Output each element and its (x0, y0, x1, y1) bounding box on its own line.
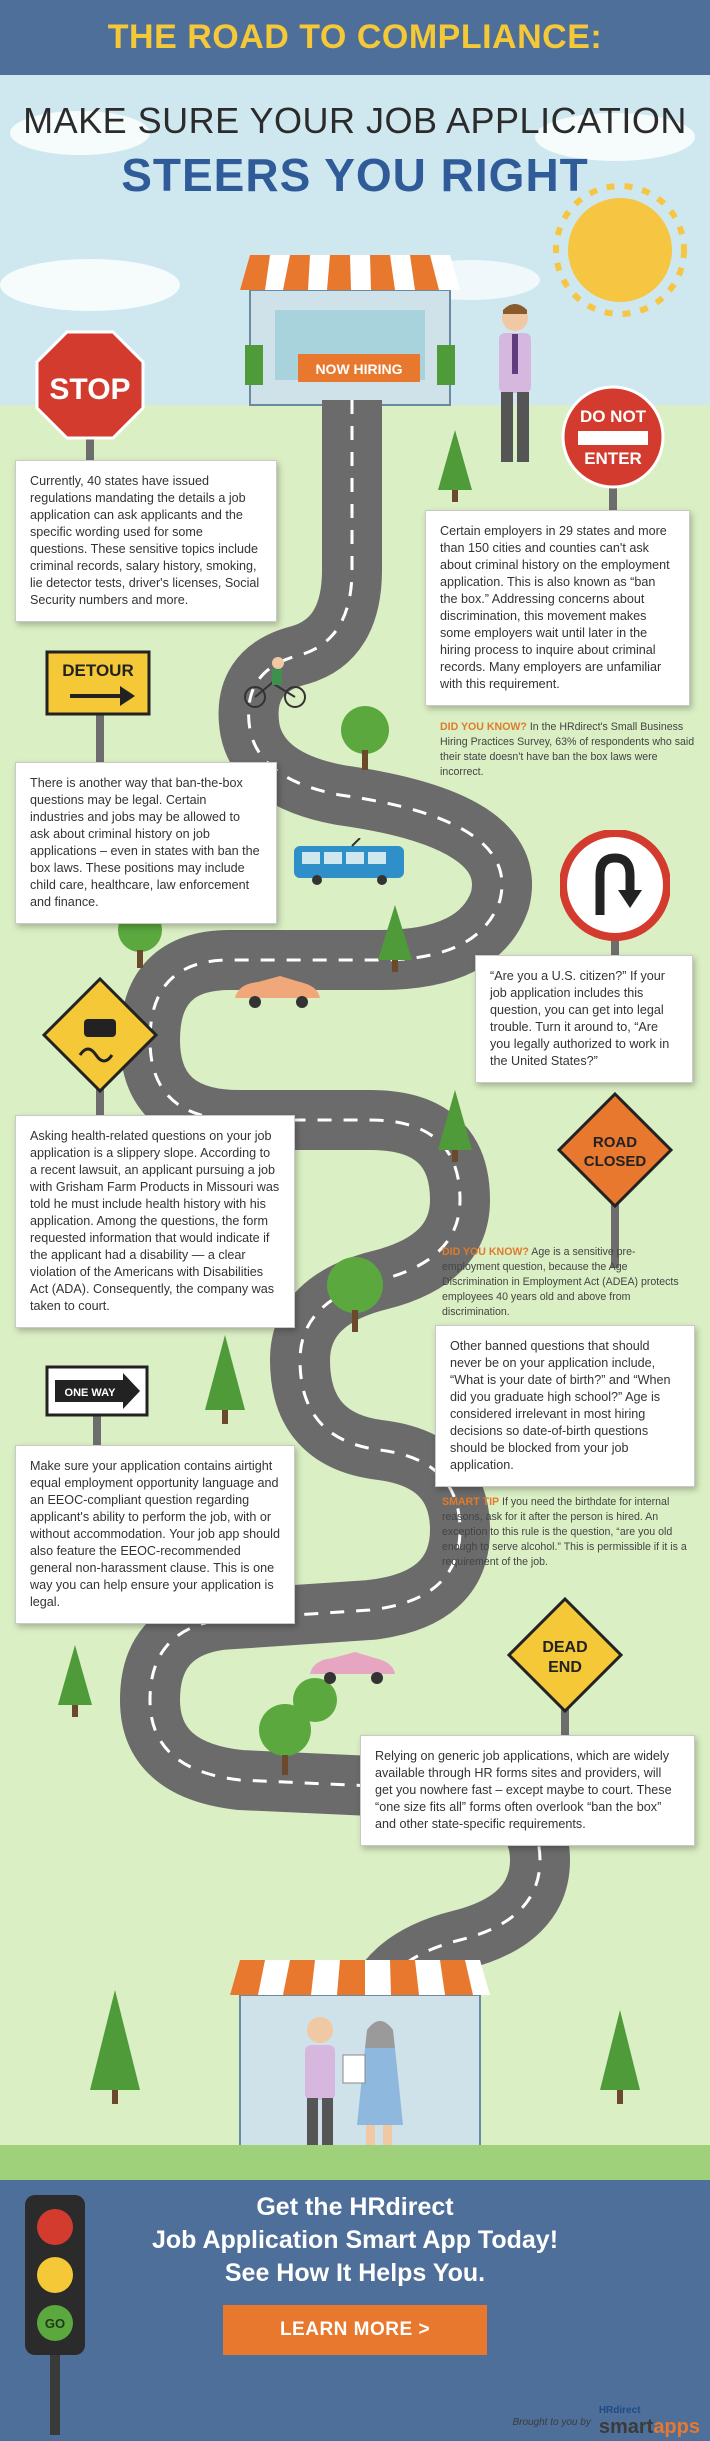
stop-sign-text: STOP (49, 373, 130, 406)
pine-tree-icon (378, 905, 412, 972)
brand-apps: apps (653, 2416, 700, 2438)
car-icon-pink (310, 1652, 395, 1684)
storefront-icon (240, 255, 460, 406)
cyclist-icon (244, 657, 306, 708)
brand-top: HRdirect (598, 2405, 641, 2416)
note-text: In the HRdirect's Small Business Hiring … (440, 721, 695, 778)
smart-tip-note: SMART TIP If you need the birthdate for … (442, 1495, 692, 1570)
cta-line-1: Get the HRdirect (256, 2193, 454, 2221)
did-you-know-note-2: DID YOU KNOW? Age is a sensitive pre-emp… (442, 1245, 692, 1320)
pine-tree-icon (205, 1335, 245, 1424)
detour-text: DETOUR (62, 661, 133, 680)
pine-tree-icon (600, 2010, 640, 2104)
woman-figure-icon (357, 2021, 403, 2147)
road-closed-sign-icon: ROAD CLOSED (556, 1091, 674, 1268)
do-not-text: DO NOT (580, 407, 647, 426)
cta-line-3: See How It Helps You. (224, 2259, 486, 2287)
man-figure-icon (305, 2017, 335, 2148)
brand-logo[interactable]: HRdirect smartapps (599, 2405, 700, 2439)
man-figure-icon (499, 304, 531, 462)
info-card-citizen: “Are you a U.S. citizen?” If your job ap… (475, 955, 693, 1083)
learn-more-button[interactable]: LEARN MORE > (223, 2305, 487, 2355)
dead-end-sign-icon: DEAD END (506, 1596, 624, 1773)
one-way-sign-icon: ONE WAY (45, 1365, 149, 1473)
pine-tree-icon (58, 1645, 92, 1717)
hero-line-1: MAKE SURE YOUR JOB APPLICATION (23, 100, 687, 141)
page-title: THE ROAD TO COMPLIANCE: (107, 18, 603, 56)
info-card-eeoc: Make sure your application contains airt… (15, 1445, 295, 1624)
info-card-states: Currently, 40 states have issued regulat… (15, 460, 277, 622)
brand-area: Brought to you by HRdirect smartapps (380, 2405, 700, 2439)
pine-tree-icon (438, 1090, 472, 1162)
enter-text: ENTER (584, 449, 642, 468)
note-text: Age is a sensitive pre-employment questi… (442, 1246, 679, 1318)
did-you-know-note-1: DID YOU KNOW? In the HRdirect's Small Bu… (440, 720, 695, 780)
closed-text: CLOSED (584, 1153, 647, 1170)
round-tree-icon (259, 1704, 311, 1775)
stop-sign-icon: STOP (35, 330, 145, 488)
info-card-health: Asking health-related questions on your … (15, 1115, 295, 1328)
pine-tree-icon (90, 1990, 140, 2104)
header-bar: THE ROAD TO COMPLIANCE: (0, 0, 710, 75)
do-not-enter-sign-icon: DO NOT ENTER (561, 385, 665, 533)
note-label: DID YOU KNOW? (440, 721, 527, 733)
note-label: DID YOU KNOW? (442, 1246, 529, 1258)
hedge-row (0, 2145, 710, 2185)
now-hiring-banner: NOW HIRING (298, 354, 420, 382)
traffic-light-icon: GO (25, 2195, 85, 2435)
brand-smart: smart (598, 2416, 654, 2438)
trees-layer (58, 430, 640, 2104)
info-card-age: Other banned questions that should never… (435, 1325, 695, 1487)
cta-line-2: Job Application Smart App Today! (151, 2226, 559, 2254)
sky-scene (0, 111, 695, 317)
note-label: SMART TIP (442, 1496, 500, 1508)
round-tree-icon (341, 706, 389, 770)
round-tree-icon (327, 1257, 383, 1332)
bottom-storefront-icon (230, 1960, 490, 2151)
detour-sign-icon: DETOUR (45, 650, 151, 768)
sun-icon (553, 183, 687, 317)
go-text: GO (45, 2316, 65, 2331)
info-card-exceptions: There is another way that ban-the-box qu… (15, 762, 277, 924)
note-text: If you need the birthdate for internal r… (442, 1496, 687, 1568)
now-hiring-text: NOW HIRING (315, 361, 402, 377)
road-text: ROAD (593, 1134, 637, 1151)
info-card-generic: Relying on generic job applications, whi… (360, 1735, 695, 1846)
dead-text: DEAD (542, 1639, 587, 1656)
info-card-ban-the-box: Certain employers in 29 states and more … (425, 510, 690, 706)
brought-to-you-text: Brought to you by (512, 2416, 591, 2428)
end-text: END (548, 1659, 582, 1676)
car-icon-orange (235, 976, 320, 1008)
hero-line-2: STEERS YOU RIGHT (121, 149, 589, 201)
one-way-text: ONE WAY (65, 1387, 117, 1399)
round-tree-icon (293, 1678, 337, 1722)
pine-tree-icon (438, 430, 472, 502)
u-turn-sign-icon (560, 830, 670, 998)
bus-icon (294, 838, 404, 885)
